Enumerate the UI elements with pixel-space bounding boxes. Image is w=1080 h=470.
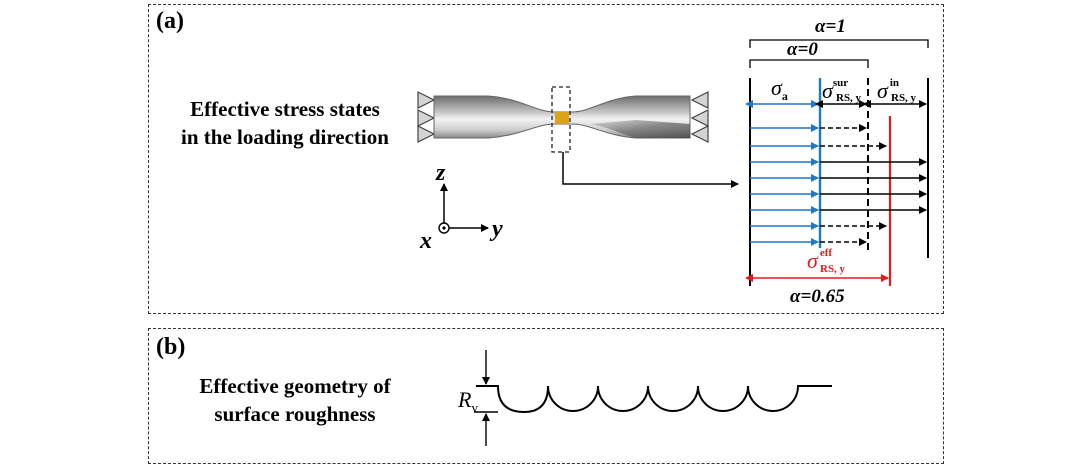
panel-b-label: (b): [156, 334, 186, 360]
right-clamp-triangles: [690, 91, 709, 143]
applied-stress-arrows: [750, 124, 819, 246]
roughness-caption: Effective geometry of surface roughness: [170, 372, 420, 428]
sigma-a-label: σa: [771, 75, 788, 103]
zoom-leader-arrow: [562, 152, 739, 188]
x-axis-label: x: [419, 228, 432, 254]
panel-a-label: (a): [156, 8, 184, 34]
residual-stress-arrows: [820, 124, 927, 246]
roughness-caption-line2: surface roughness: [214, 402, 376, 426]
stress-states-caption-line2: in the loading direction: [181, 125, 389, 149]
y-axis-label: y: [489, 216, 503, 242]
roughness-caption-line1: Effective geometry of: [199, 374, 391, 398]
stress-states-caption-line1: Effective stress states: [190, 97, 380, 121]
sigma-rs-in-sub: RS, y: [891, 92, 917, 104]
sigma-rs-sur-sub: RS, y: [836, 92, 862, 104]
specimen-right-shoulder: [590, 120, 690, 138]
panel-a: [148, 4, 944, 314]
rv-label: Rv: [457, 387, 478, 415]
x-axis-dot: [442, 226, 446, 230]
sigma-rs-eff-sub: RS, y: [820, 263, 846, 275]
sigma-rs-sur-label: σsur: [822, 77, 848, 103]
stress-states-caption: Effective stress states in the loading d…: [160, 95, 410, 151]
z-axis-label: z: [435, 160, 446, 186]
alpha-0-label: α=0: [787, 39, 818, 60]
alpha-1-bracket: [749, 39, 929, 48]
coordinate-axes: z y x: [419, 160, 503, 254]
specimen: [417, 86, 739, 188]
roughness-surface: [476, 385, 832, 414]
gauge-section: [555, 112, 569, 124]
alpha-065-label: α=0.65: [790, 286, 845, 307]
alpha-0-bracket: [749, 59, 869, 68]
gauge-selection-box: [551, 86, 571, 153]
panel-b: [148, 328, 944, 464]
left-clamp-triangles: [417, 91, 436, 143]
alpha-1-label: α=1: [815, 16, 846, 37]
roughness-profile: Rv: [457, 350, 832, 446]
